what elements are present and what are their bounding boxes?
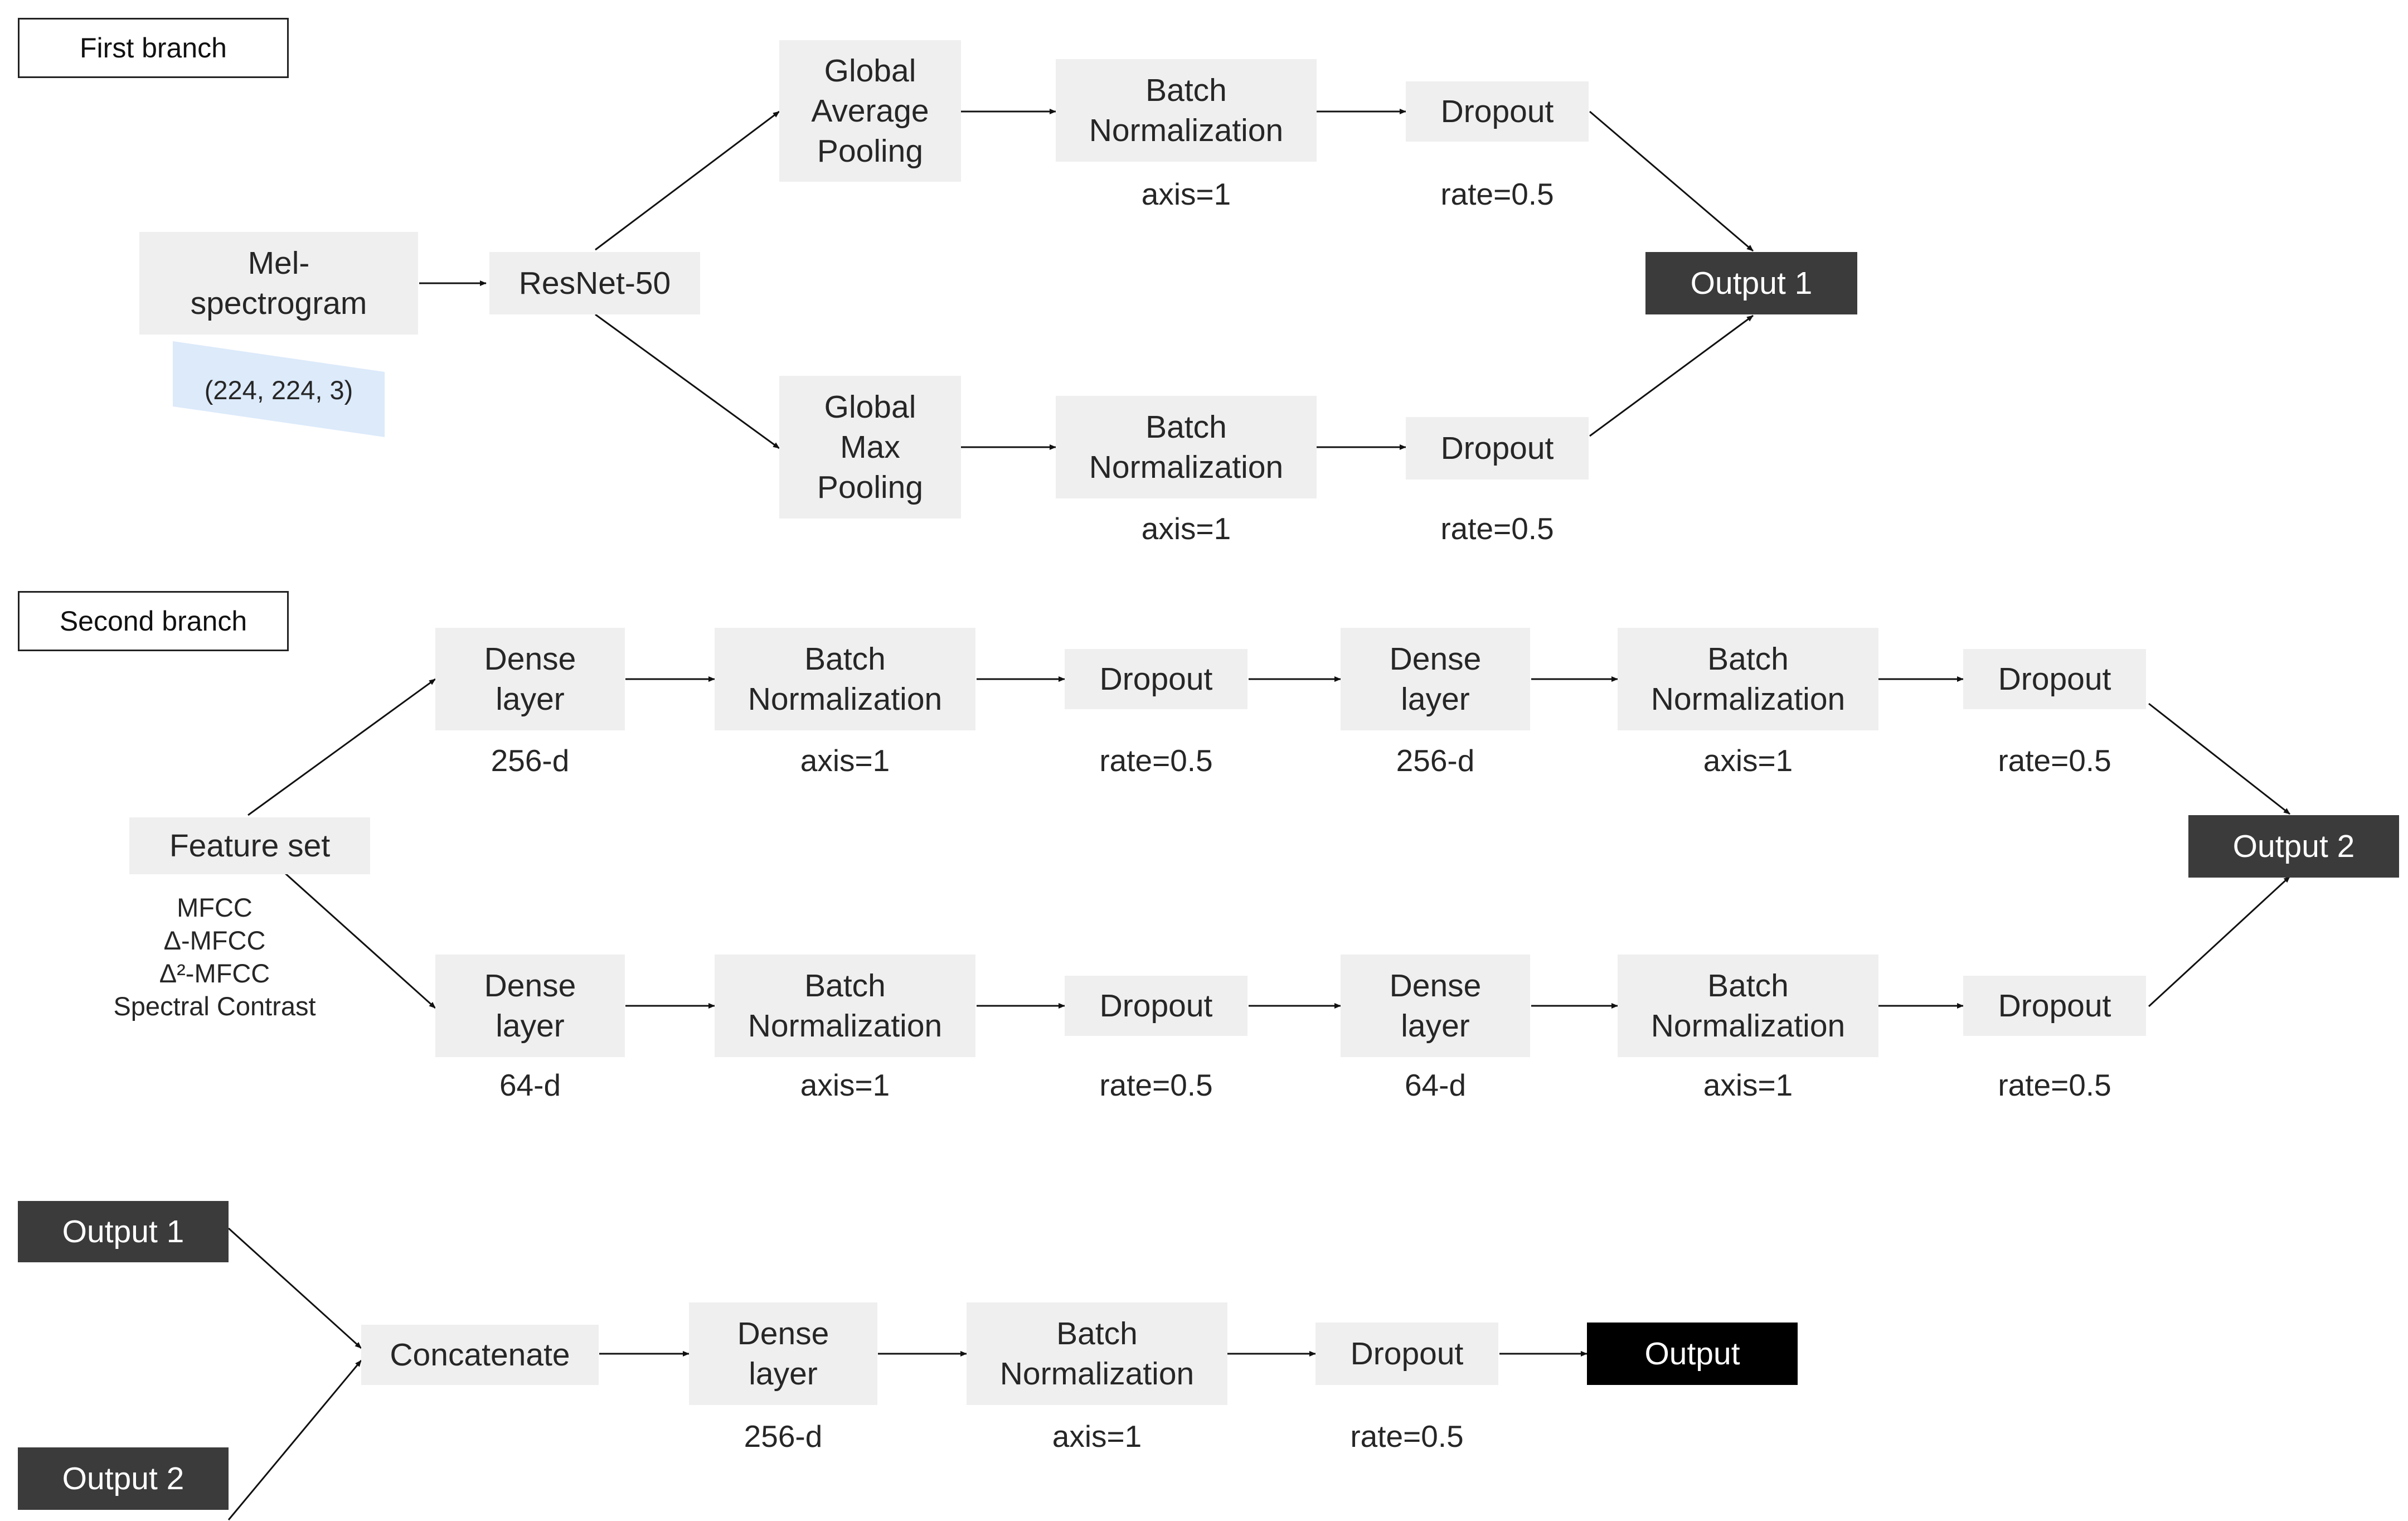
batch-normalization-block: Batch Normalization	[1618, 955, 1878, 1057]
second-branch-label: Second branch	[18, 591, 289, 651]
edge-output2-concat	[227, 1360, 362, 1520]
dropout-block: Dropout	[1963, 649, 2146, 709]
melspectrogram-block: Mel- spectrogram	[139, 232, 418, 335]
edge-output1-concat	[227, 1227, 362, 1349]
edge-resnet-gap	[595, 110, 780, 251]
dense-layer-block: Dense layer	[689, 1302, 877, 1405]
dense-dim-label: 256-d	[1396, 743, 1475, 778]
bn-param-label: axis=1	[800, 743, 890, 778]
dense-layer-block: Dense layer	[1341, 955, 1530, 1057]
dense-dim-label: 256-d	[744, 1419, 823, 1454]
feature-item: Spectral Contrast	[113, 991, 316, 1021]
bn-param-label: axis=1	[1141, 511, 1231, 546]
dense-layer-block: Dense layer	[435, 628, 625, 730]
dense-dim-label: 64-d	[1404, 1068, 1467, 1102]
dense-dim-label: 64-d	[499, 1068, 561, 1102]
final-output-block: Output	[1587, 1323, 1798, 1385]
batch-normalization-block: Batch Normalization	[967, 1302, 1227, 1405]
batch-normalization-block: Batch Normalization	[1056, 59, 1317, 162]
dropout-param-label: rate=0.5	[1350, 1419, 1464, 1454]
feature-list: MFCC Δ-MFCC Δ²-MFCC Spectral Contrast	[84, 891, 346, 1023]
dropout-block: Dropout	[1963, 976, 2146, 1036]
edge-featureset-dense-bottom	[278, 866, 436, 1009]
edge-resnet-gmp	[595, 313, 780, 449]
output-2-block: Output 2	[2188, 815, 2399, 878]
dropout-block: Dropout	[1406, 417, 1589, 479]
global-max-pooling-block: Global Max Pooling	[779, 376, 961, 519]
edge-dropout1-output1	[1589, 110, 1754, 252]
edge-featureset-dense-top	[247, 678, 436, 816]
bn-param-label: axis=1	[800, 1068, 890, 1102]
dense-layer-block: Dense layer	[1341, 628, 1530, 730]
resnet50-block: ResNet-50	[489, 252, 700, 314]
edge-dropout2-output1	[1589, 314, 1754, 437]
batch-normalization-block: Batch Normalization	[1618, 628, 1878, 730]
concatenate-block: Concatenate	[361, 1325, 599, 1385]
dropout-param-label: rate=0.5	[1099, 743, 1213, 778]
input-shape-label: (224, 224, 3)	[204, 375, 353, 405]
dropout-param-label: rate=0.5	[1998, 1068, 2111, 1102]
dropout-param-label: rate=0.5	[1099, 1068, 1213, 1102]
bn-param-label: axis=1	[1703, 743, 1793, 778]
dense-dim-label: 256-d	[491, 743, 570, 778]
feature-item: Δ²-MFCC	[159, 958, 270, 988]
dense-layer-block: Dense layer	[435, 955, 625, 1057]
bn-param-label: axis=1	[1141, 177, 1231, 211]
output-2-input-block: Output 2	[18, 1447, 229, 1510]
first-branch-label: First branch	[18, 18, 289, 78]
dropout-param-label: rate=0.5	[1440, 511, 1554, 546]
bn-param-label: axis=1	[1703, 1068, 1793, 1102]
dropout-block: Dropout	[1315, 1323, 1498, 1385]
bn-param-label: axis=1	[1052, 1419, 1142, 1454]
dropout-param-label: rate=0.5	[1998, 743, 2111, 778]
feature-set-block: Feature set	[129, 817, 370, 874]
feature-item: Δ-MFCC	[163, 926, 266, 955]
output-1-block: Output 1	[1645, 252, 1857, 314]
batch-normalization-block: Batch Normalization	[715, 628, 975, 730]
edge-top-dropout2-output2	[2148, 703, 2290, 815]
feature-item: MFCC	[177, 893, 253, 922]
output-1-input-block: Output 1	[18, 1201, 229, 1262]
edge-bottom-dropout2-output2	[2148, 875, 2291, 1007]
batch-normalization-block: Batch Normalization	[715, 955, 975, 1057]
dropout-block: Dropout	[1406, 81, 1589, 142]
dropout-param-label: rate=0.5	[1440, 177, 1554, 211]
batch-normalization-block: Batch Normalization	[1056, 396, 1317, 498]
dropout-block: Dropout	[1065, 649, 1247, 709]
dropout-block: Dropout	[1065, 976, 1247, 1036]
global-average-pooling-block: Global Average Pooling	[779, 40, 961, 182]
